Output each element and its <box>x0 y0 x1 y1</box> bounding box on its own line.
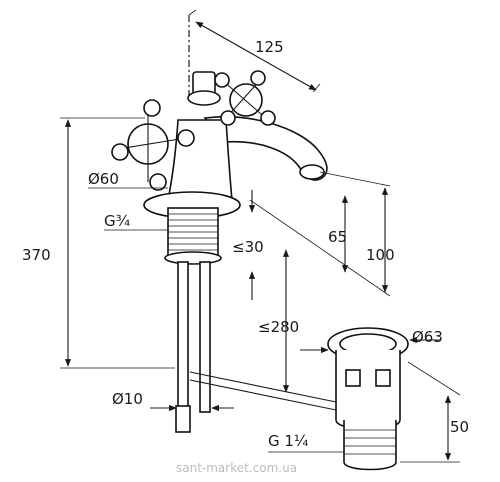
waste-body <box>335 350 401 430</box>
spout-outlet <box>299 164 325 180</box>
watermark-text: sant-market.com.ua <box>176 461 297 475</box>
waste-slot-right <box>375 369 391 387</box>
threaded-shank <box>164 207 222 265</box>
right-cross-handle <box>214 70 276 126</box>
shank-body <box>167 207 219 259</box>
label-125: 125 <box>255 38 284 56</box>
label-65: 65 <box>328 228 347 246</box>
supply-pipe-right <box>199 261 211 413</box>
waste-slot-left <box>345 369 361 387</box>
shank-nut <box>164 251 222 265</box>
dimension-lines <box>60 9 461 463</box>
label-diameter-63: Ø63 <box>412 328 443 346</box>
left-cross-handle <box>111 99 195 191</box>
label-thread-g34: G¾ <box>104 212 131 230</box>
supply-pipe-left <box>177 261 189 413</box>
label-diameter-60: Ø60 <box>88 170 119 188</box>
label-50: 50 <box>450 418 469 436</box>
supply-pipes <box>175 261 211 433</box>
label-max-280: ≤280 <box>258 318 299 336</box>
pipe-end-left <box>175 405 191 433</box>
label-max-30: ≤30 <box>232 238 264 256</box>
dim-line-125 <box>195 21 317 91</box>
body-column <box>167 119 233 201</box>
waste-fitting <box>327 327 409 471</box>
label-100: 100 <box>366 246 395 264</box>
popup-rod <box>189 371 337 403</box>
label-370: 370 <box>22 246 51 264</box>
waste-thread <box>343 420 397 471</box>
spout <box>203 115 328 181</box>
label-diameter-10: Ø10 <box>112 390 143 408</box>
label-thread-g114: G 1¼ <box>268 432 309 450</box>
popup-collar <box>187 90 221 106</box>
